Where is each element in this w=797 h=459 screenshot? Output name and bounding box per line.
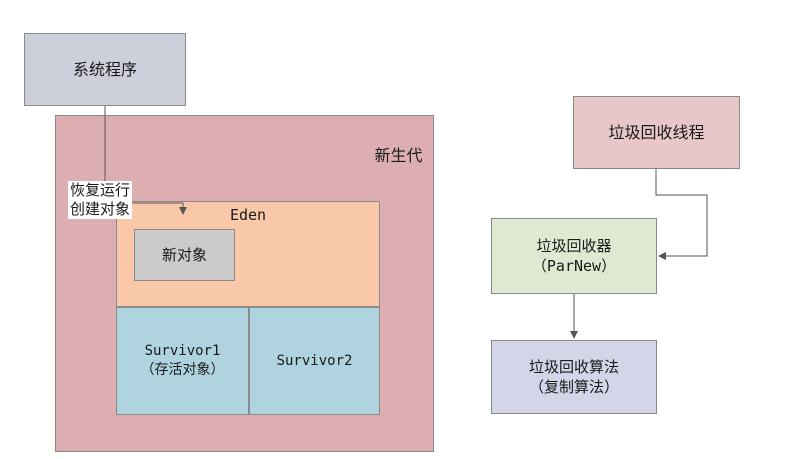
gc-thread-box: 垃圾回收线程	[573, 96, 740, 169]
gc-collector-note: （ParNew）	[531, 257, 617, 275]
resume-create-label: 恢复运行 创建对象	[68, 181, 133, 219]
resume-label-line2: 创建对象	[70, 199, 131, 218]
new-object-label: 新对象	[161, 245, 207, 264]
system-program-label: 系统程序	[72, 59, 137, 79]
survivor1-label: Survivor1	[144, 343, 221, 360]
young-generation-label: 新生代	[374, 146, 423, 165]
gc-thread-label: 垃圾回收线程	[608, 122, 705, 142]
gc-algorithm-note: （复制算法）	[528, 378, 619, 396]
survivor2-label: Survivor2	[276, 352, 353, 369]
system-program-box: 系统程序	[24, 33, 186, 106]
gc-algorithm-box: 垃圾回收算法 （复制算法）	[491, 340, 657, 414]
gc-collector-label: 垃圾回收器	[536, 236, 612, 255]
survivor2-box: Survivor2	[249, 307, 380, 415]
survivor1-box: Survivor1 （存活对象）	[116, 307, 249, 415]
eden-label: Eden	[229, 206, 267, 224]
thread-to-collector-arrow	[655, 169, 708, 260]
gc-collector-box: 垃圾回收器 （ParNew）	[491, 218, 657, 294]
gc-algorithm-label: 垃圾回收算法	[528, 357, 619, 376]
survivor1-note: （存活对象）	[140, 362, 225, 378]
resume-label-line1: 恢复运行	[70, 181, 131, 199]
new-object-box: 新对象	[134, 229, 235, 281]
